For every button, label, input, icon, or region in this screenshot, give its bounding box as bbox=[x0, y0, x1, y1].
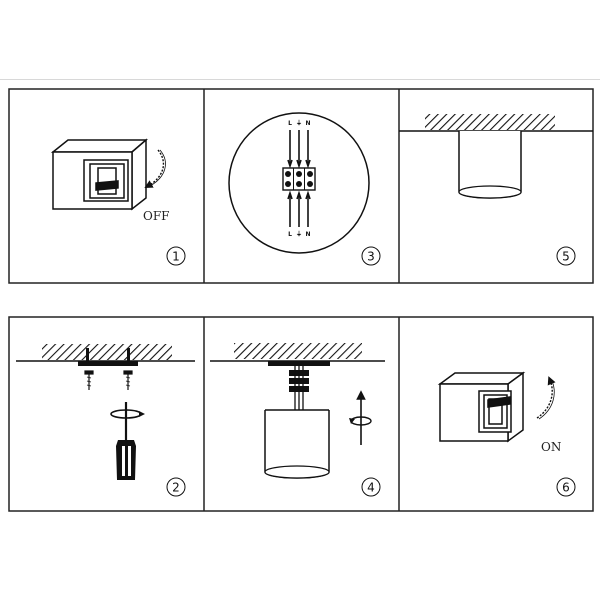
terminal-bottom-earth: ⏚ bbox=[296, 231, 302, 238]
step-6-panel: ON 6 bbox=[437, 371, 576, 497]
step-3-number: 3 bbox=[367, 250, 375, 264]
terminal-labels-bottom: L ⏚ N bbox=[288, 231, 310, 238]
wall-switch-icon bbox=[50, 138, 149, 211]
ceiling-hatch-icon bbox=[16, 344, 195, 362]
rotate-arrow-icon bbox=[110, 409, 145, 419]
terminal-bottom-live: L bbox=[288, 231, 292, 238]
terminal-top-earth: ⏚ bbox=[296, 120, 302, 127]
ceiling-hatch-icon bbox=[210, 343, 385, 362]
step-4-number: 4 bbox=[367, 481, 375, 495]
step-2-number-circle bbox=[166, 477, 186, 497]
step-1-panel: OFF 1 bbox=[50, 138, 186, 266]
diagram-grid bbox=[8, 88, 594, 512]
step-6-number: 6 bbox=[562, 481, 570, 495]
wiring-detail-circle bbox=[228, 112, 370, 254]
wires-bottom bbox=[287, 190, 311, 227]
page-top-rule bbox=[0, 79, 600, 80]
lamp-cylinder-icon bbox=[458, 131, 522, 199]
screwdriver-icon bbox=[116, 402, 136, 480]
terminal-top-live: L bbox=[288, 120, 292, 127]
step-6-status-label: ON bbox=[541, 440, 561, 454]
terminal-labels-top: L ⏚ N bbox=[288, 120, 310, 127]
lamp-cylinder-icon bbox=[264, 409, 330, 479]
terminal-block-icon bbox=[289, 366, 309, 410]
terminal-bottom-neutral: N bbox=[305, 231, 310, 238]
step-3-number-circle bbox=[361, 246, 381, 266]
step-5-number-circle bbox=[556, 246, 576, 266]
wall-switch-icon bbox=[437, 371, 526, 443]
terminal-block-icon bbox=[282, 167, 316, 191]
step-4-panel: 4 bbox=[210, 343, 385, 497]
mounting-bracket-icon bbox=[78, 348, 138, 366]
ceiling-hatch-icon bbox=[399, 114, 593, 132]
step-5-panel: 5 bbox=[399, 114, 593, 266]
curved-arrow-icon bbox=[536, 376, 556, 420]
step-5-number: 5 bbox=[562, 250, 570, 264]
screw-icon bbox=[84, 370, 94, 390]
step-2-number: 2 bbox=[172, 481, 180, 495]
wires-top bbox=[287, 130, 311, 169]
terminal-top-neutral: N bbox=[305, 120, 310, 127]
step-6-number-circle bbox=[556, 477, 576, 497]
step-3-panel: L ⏚ N L ⏚ N 3 bbox=[228, 112, 381, 266]
step-1-number: 1 bbox=[172, 250, 180, 264]
rotate-arrow-icon bbox=[349, 390, 372, 445]
curved-arrow-icon bbox=[144, 149, 166, 189]
step-2-panel: 2 bbox=[16, 344, 195, 497]
step-4-number-circle bbox=[361, 477, 381, 497]
screw-icon bbox=[123, 370, 133, 390]
mounting-bracket-icon bbox=[268, 361, 330, 366]
step-1-number-circle bbox=[166, 246, 186, 266]
step-1-status-label: OFF bbox=[143, 209, 170, 223]
